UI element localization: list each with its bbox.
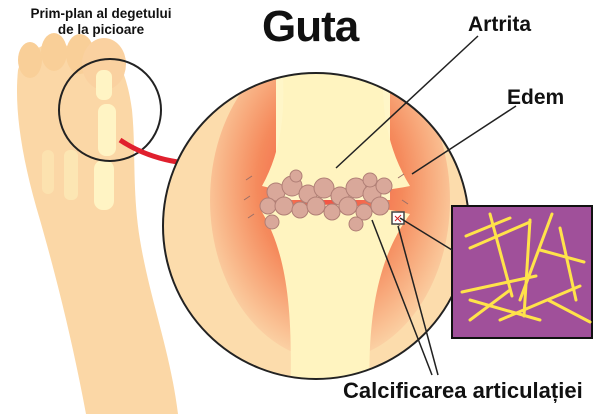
closeup-caption: Prim-plan al degetului de la picioare	[6, 6, 196, 38]
crystal-inset	[451, 205, 593, 339]
zoom-circle	[58, 58, 162, 162]
uric-deposits	[259, 169, 393, 232]
closeup-caption-line1: Prim-plan al degetului	[30, 6, 172, 21]
joint-closeup	[163, 73, 469, 379]
page-title: Guta	[262, 2, 359, 51]
foot-illustration	[16, 33, 178, 414]
label-edema: Edem	[507, 86, 565, 109]
leader-lines	[335, 35, 517, 376]
label-arthritis: Artrita	[468, 13, 532, 36]
closeup-caption-line2: de la picioare	[57, 22, 145, 37]
label-calcification: Calcificarea articulației	[343, 378, 583, 403]
